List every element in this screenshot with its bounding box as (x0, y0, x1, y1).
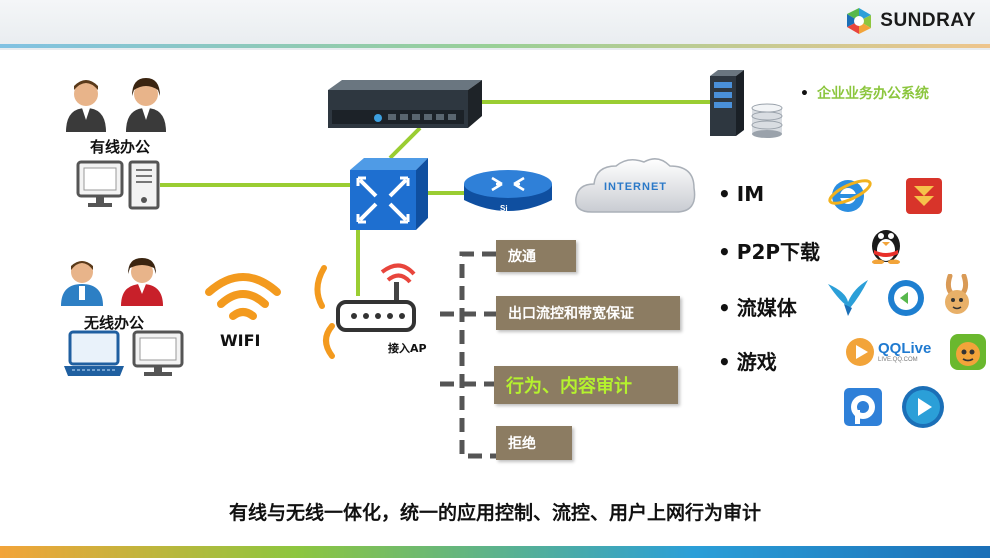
bird-app-icon (828, 280, 868, 316)
policy-qos-label: 出口流控和带宽保证 (508, 306, 634, 322)
server-database-icon (710, 70, 783, 138)
qqlive-play-icon (846, 338, 874, 366)
wireless-office-label: 无线办公 (84, 314, 145, 332)
app-category-streaming-label: 流媒体 (736, 296, 797, 320)
footer-stripe (0, 546, 990, 558)
wireless-user-icons (61, 258, 163, 306)
app-category-p2p-label: P2P下载 (736, 240, 821, 264)
router-tag: Si (500, 204, 508, 213)
brand-logo: SUNDRAY (844, 6, 976, 36)
user-female-icon (126, 78, 166, 132)
wifi-icon (205, 273, 281, 320)
policy-allow: 放通 (496, 240, 576, 272)
qq-penguin-icon (872, 230, 900, 264)
sundray-logo-icon (847, 8, 872, 34)
qqlive-sub: LIVE.QQ.COM (878, 356, 918, 363)
policy-tree-lines (440, 251, 496, 459)
rabbit-app-icon (945, 274, 969, 314)
wired-office-label: 有线办公 (90, 138, 151, 156)
wired-user-icons (66, 78, 166, 132)
monitor-icon (132, 330, 184, 376)
qqlive-logo: QQLive LIVE.QQ.COM (844, 336, 931, 368)
header-stripe (0, 44, 990, 48)
enterprise-system-label: 企业业务办公系统 (816, 86, 929, 102)
policy-audit-label: 行为、内容审计 (506, 376, 632, 397)
internet-cloud-icon: INTERNET (575, 158, 696, 213)
app-category-games-label: 游戏 (736, 350, 777, 374)
policy-allow-label: 放通 (508, 249, 536, 265)
refresh-app-icon (888, 280, 924, 316)
diagram-caption: 有线与无线一体化，统一的应用控制、流控、用户上网行为审计 (228, 502, 761, 524)
link-switch-to-gateway (388, 126, 422, 160)
app-category-im-label: IM (736, 182, 765, 206)
download-app-icon (906, 178, 942, 214)
policy-qos: 出口流控和带宽保证 (496, 296, 680, 330)
ie-browser-icon (828, 179, 872, 212)
laptop-icon (64, 330, 124, 376)
qqlive-name: QQLive (878, 339, 932, 357)
app-category-streaming: •流媒体 (718, 296, 797, 320)
access-point-icon (314, 263, 416, 359)
internet-label: INTERNET (604, 181, 667, 193)
user-male-icon (66, 80, 106, 132)
access-ap-label: 接入AP (388, 342, 427, 355)
switch-icon (350, 158, 428, 230)
laptop-pc-icons (64, 330, 184, 376)
database-icon (751, 103, 783, 138)
wifi-label: WIFI (220, 331, 261, 350)
brand-name: SUNDRAY (880, 10, 976, 31)
app-category-p2p: •P2P下载 (718, 240, 821, 264)
header-band (0, 0, 990, 50)
policy-deny-label: 拒绝 (508, 436, 536, 452)
policy-deny: 拒绝 (496, 426, 572, 460)
enterprise-system-item: •企业业务办公系统 (800, 86, 929, 102)
app-category-im: •IM (718, 182, 765, 206)
gateway-appliance-icon (328, 80, 482, 128)
user-red-icon (121, 258, 163, 306)
media-player-icon (902, 386, 944, 428)
app-category-games: •游戏 (718, 350, 777, 374)
user-blue-icon (61, 261, 103, 306)
pps-app-icon (844, 388, 882, 426)
policy-audit: 行为、内容审计 (494, 366, 678, 404)
desktop-pc-icon (76, 160, 160, 210)
router-icon: Si (464, 170, 552, 213)
game-app-icon (950, 334, 986, 370)
